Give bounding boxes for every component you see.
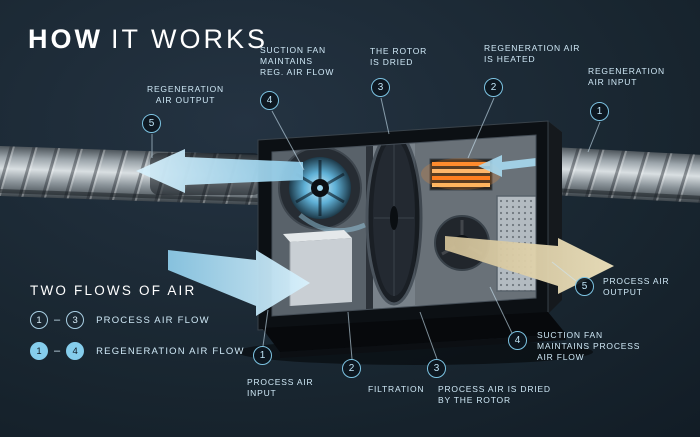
legend-dash: – bbox=[54, 314, 61, 326]
legend-dash: – bbox=[54, 345, 61, 357]
legend-row-process-air-flow: 1 – 3 PROCESS AIR FLOW bbox=[30, 311, 245, 329]
regeneration-fan bbox=[278, 146, 362, 230]
callout-label-suction-fan-reg: SUCTION FAN MAINTAINS REG. AIR FLOW bbox=[260, 45, 335, 78]
callout-label-process-air-output: PROCESS AIR OUTPUT bbox=[603, 276, 670, 298]
legend-circle-4-filled: 4 bbox=[66, 342, 85, 360]
callout-label-regeneration-air-output: REGENERATION AIR OUTPUT bbox=[147, 84, 224, 106]
filter-housing-box bbox=[283, 230, 352, 306]
callout-connector-lines bbox=[151, 97, 601, 360]
legend-row-regeneration-air-flow: 1 – 4 REGENERATION AIR FLOW bbox=[30, 342, 245, 360]
legend-heading: TWO FLOWS OF AIR bbox=[30, 283, 197, 298]
callout-label-regeneration-air-heated: REGENERATION AIR IS HEATED bbox=[484, 43, 581, 65]
legend-circle-3: 3 bbox=[66, 311, 85, 329]
legend-circle-1: 1 bbox=[30, 311, 48, 329]
callout-circle-rotor-is-dried: 3 bbox=[371, 78, 390, 97]
callout-label-rotor-is-dried: THE ROTOR IS DRIED bbox=[370, 46, 428, 68]
legend: TWO FLOWS OF AIR 1 – 3 PROCESS AIR FLOW … bbox=[30, 283, 245, 360]
legend-label-process-air-flow: PROCESS AIR FLOW bbox=[96, 314, 210, 326]
page-title-strong: HOW bbox=[28, 24, 103, 54]
callout-circle-regeneration-air-input: 1 bbox=[590, 102, 609, 121]
callout-circle-regeneration-air-heated: 2 bbox=[484, 78, 503, 97]
callout-circle-process-air-input: 1 bbox=[253, 346, 272, 365]
callout-label-regeneration-air-input: REGENERATION AIR INPUT bbox=[588, 66, 665, 88]
callout-circle-regeneration-air-output: 5 bbox=[142, 114, 161, 133]
regen-output-arrow bbox=[136, 149, 303, 193]
callout-circle-filtration: 2 bbox=[342, 359, 361, 378]
callout-label-filtration: FILTRATION bbox=[368, 384, 425, 394]
process-input-arrow bbox=[168, 250, 310, 316]
process-output-arrow bbox=[445, 236, 614, 294]
callout-circle-suction-fan-process: 4 bbox=[508, 331, 527, 350]
callout-circle-process-air-output: 5 bbox=[575, 277, 594, 296]
callout-circle-process-air-dried: 3 bbox=[427, 359, 446, 378]
duct-right bbox=[546, 147, 700, 203]
callout-label-suction-fan-process: SUCTION FAN MAINTAINS PROCESS AIR FLOW bbox=[537, 330, 641, 363]
callout-circle-suction-fan-reg: 4 bbox=[260, 91, 279, 110]
legend-label-regeneration-air-flow: REGENERATION AIR FLOW bbox=[96, 345, 245, 357]
regen-inlet-arrow bbox=[478, 155, 536, 177]
legend-circle-1-filled: 1 bbox=[30, 342, 48, 360]
machine-cabinet bbox=[257, 120, 562, 331]
callout-label-process-air-dried: PROCESS AIR IS DRIED BY THE ROTOR bbox=[438, 384, 551, 406]
page-title-light: IT WORKS bbox=[110, 24, 268, 54]
desiccant-rotor bbox=[365, 135, 423, 306]
callout-label-process-air-input: PROCESS AIR INPUT bbox=[247, 377, 314, 399]
fan-air-swirl bbox=[298, 213, 366, 234]
